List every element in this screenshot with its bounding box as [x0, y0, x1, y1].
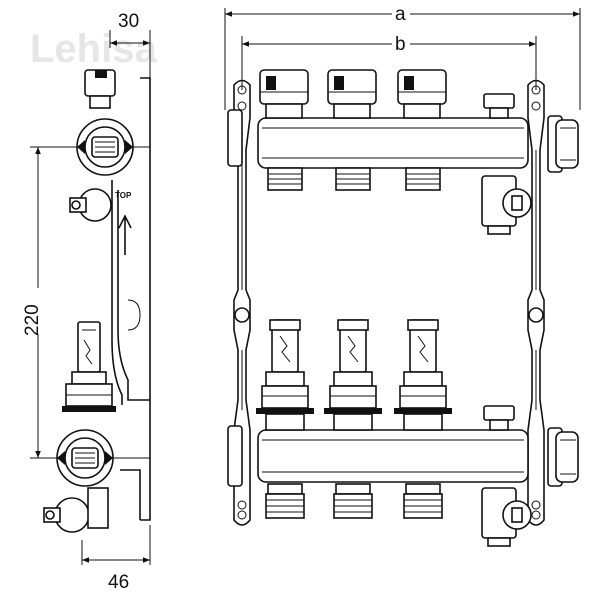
top-outlet-3	[405, 167, 441, 191]
top-arrow-label: TOP	[115, 191, 132, 200]
top-valve-cap-3	[397, 69, 447, 119]
dimension-label-30: 30	[118, 11, 139, 32]
watermark-logo: Lehisa	[30, 27, 157, 71]
right-bracket	[527, 79, 545, 526]
top-valve-cap-1	[259, 69, 309, 119]
bottom-outlet-2	[333, 483, 373, 519]
dimension-label-a: a	[395, 4, 406, 25]
top-valve-cap-2	[327, 69, 377, 119]
side-view: 30 220 46 TOP	[18, 11, 151, 593]
dimension-label-46: 46	[108, 572, 129, 593]
dimension-label-220: 220	[22, 304, 43, 336]
dimension-label-b: b	[395, 34, 406, 55]
flow-meter-1	[256, 319, 314, 431]
top-outlet-2	[335, 167, 371, 191]
top-outlet-1	[267, 167, 303, 191]
flow-meter-2	[324, 319, 382, 431]
left-bracket	[233, 79, 251, 526]
flow-meter-3	[394, 319, 452, 431]
bottom-outlet-3	[403, 483, 443, 519]
return-manifold-bar	[227, 319, 579, 547]
front-view: a b	[224, 2, 581, 547]
supply-manifold-bar	[227, 69, 579, 235]
bottom-outlet-1	[265, 483, 305, 519]
